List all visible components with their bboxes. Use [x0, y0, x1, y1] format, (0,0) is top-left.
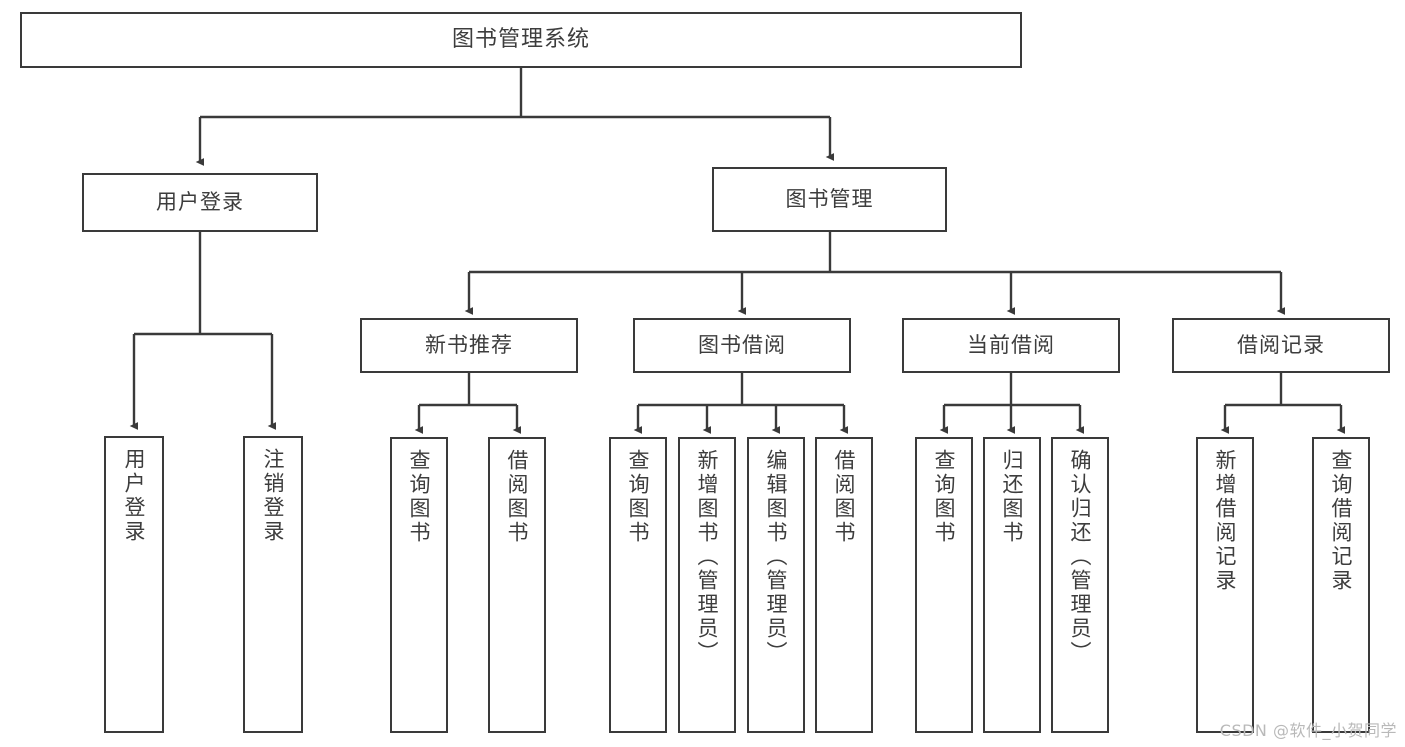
node-label: 查询图书 — [932, 449, 957, 545]
node-label: 查询图书 — [626, 449, 651, 545]
node-leaf-borrow-book-2[interactable]: 借阅图书 — [815, 437, 873, 733]
node-label: 编辑图书（管理员） — [764, 449, 789, 665]
node-leaf-logout-login[interactable]: 注销登录 — [243, 436, 303, 733]
node-root-system[interactable]: 图书管理系统 — [20, 12, 1022, 68]
node-leaf-add-book[interactable]: 新增图书（管理员） — [678, 437, 736, 733]
node-label: 借阅图书 — [505, 449, 530, 545]
node-label: 查询图书 — [407, 449, 432, 545]
node-label: 归还图书 — [1000, 449, 1025, 545]
node-label: 借阅图书 — [832, 449, 857, 545]
node-leaf-query-borrow-record[interactable]: 查询借阅记录 — [1312, 437, 1370, 733]
node-label: 查询借阅记录 — [1329, 449, 1354, 593]
node-leaf-return-book[interactable]: 归还图书 — [983, 437, 1041, 733]
node-current-borrow[interactable]: 当前借阅 — [902, 318, 1120, 373]
node-leaf-borrow-book-1[interactable]: 借阅图书 — [488, 437, 546, 733]
node-user-login[interactable]: 用户登录 — [82, 173, 318, 232]
node-label: 图书管理 — [785, 186, 874, 211]
node-label: 新增图书（管理员） — [695, 449, 720, 665]
node-leaf-user-login[interactable]: 用户登录 — [104, 436, 164, 733]
node-label: 确认归还（管理员） — [1068, 449, 1093, 665]
node-label: 注销登录 — [261, 448, 286, 544]
node-label: 借阅记录 — [1237, 332, 1325, 357]
node-label: 新增借阅记录 — [1213, 449, 1238, 593]
node-borrow-record[interactable]: 借阅记录 — [1172, 318, 1390, 373]
node-new-book-recommend[interactable]: 新书推荐 — [360, 318, 578, 373]
node-label: 用户登录 — [122, 448, 147, 544]
node-leaf-confirm-return[interactable]: 确认归还（管理员） — [1051, 437, 1109, 733]
node-leaf-add-borrow-record[interactable]: 新增借阅记录 — [1196, 437, 1254, 733]
node-label: 新书推荐 — [425, 332, 513, 357]
node-leaf-query-book-2[interactable]: 查询图书 — [609, 437, 667, 733]
node-leaf-query-book-3[interactable]: 查询图书 — [915, 437, 973, 733]
node-leaf-edit-book[interactable]: 编辑图书（管理员） — [747, 437, 805, 733]
node-label: 用户登录 — [156, 189, 244, 214]
node-label: 图书借阅 — [698, 332, 786, 357]
node-label: 图书管理系统 — [451, 26, 590, 52]
watermark-text: CSDN @软件_小贺同学 — [1219, 721, 1397, 740]
node-label: 当前借阅 — [967, 332, 1055, 357]
node-book-manage[interactable]: 图书管理 — [712, 167, 947, 232]
node-leaf-query-book-1[interactable]: 查询图书 — [390, 437, 448, 733]
node-book-borrow[interactable]: 图书借阅 — [633, 318, 851, 373]
